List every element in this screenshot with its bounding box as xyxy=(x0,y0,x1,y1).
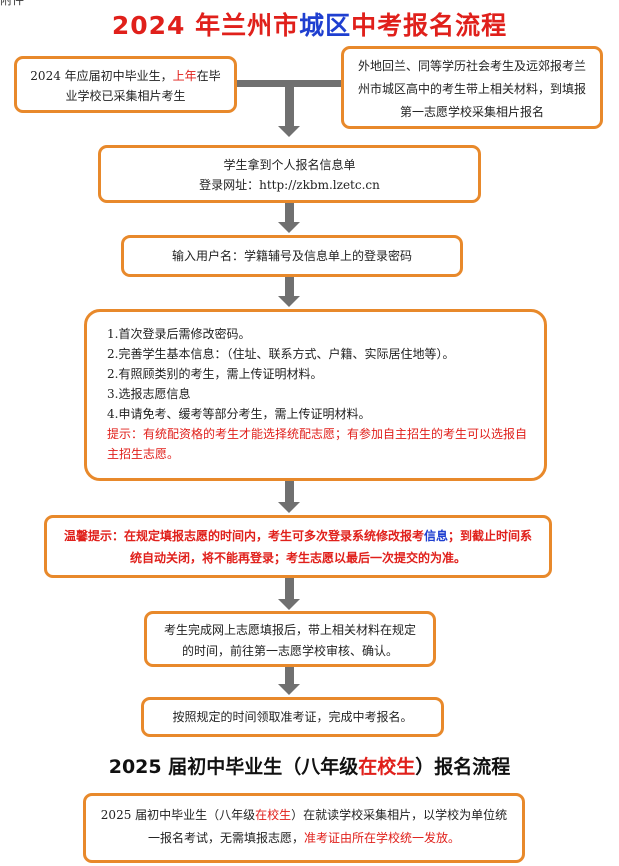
box1-text-c: 在毕业学校已采集相片考生 xyxy=(65,69,221,103)
connector-down-3 xyxy=(285,277,294,297)
title-part3: 中考报名流程 xyxy=(351,11,508,40)
box1-text-a: 2024 年应届初中毕业生， xyxy=(30,69,173,83)
s2-text-b: 在校生 xyxy=(255,808,292,822)
section2-box: 2025 届初中毕业生（八年级在校生）在就读学校采集相片，以学校为单位统一报名考… xyxy=(83,793,525,863)
box7-text: 考生完成网上志愿填报后，带上相关材料在规定的时间，前往第一志愿学校审核、确认。 xyxy=(163,623,416,658)
s2-text-a: 2025 届初中毕业生（八年级 xyxy=(100,808,256,822)
box6-text-a: 在规定填报志愿的时间内，考生可多次登录系统修改报考 xyxy=(123,529,424,543)
title-part1: 2024 年兰州市 xyxy=(111,11,300,40)
corner-label: 附件 xyxy=(0,0,25,7)
connector-down-4 xyxy=(285,481,294,503)
flow-box-admission-ticket: 按照规定的时间领取准考证，完成中考报名。 xyxy=(141,697,444,737)
arrow-head-6 xyxy=(278,684,300,695)
box6-text-b: 信息 xyxy=(424,529,449,543)
flow-box-username: 输入用户名：学籍辅号及信息单上的登录密码 xyxy=(121,235,463,277)
box3-line2: 登录网址：http://zkbm.lzetc.cn xyxy=(199,178,380,192)
flow-box-fresh-graduates: 2024 年应届初中毕业生，上年在毕业学校已采集相片考生 xyxy=(14,56,237,113)
flow-box-warm-tip: 温馨提示：在规定填报志愿的时间内，考生可多次登录系统修改报考信息；到截止时间系统… xyxy=(44,515,552,578)
s2-text-d: 准考证由所在学校统一发放。 xyxy=(304,831,461,845)
flow-box-outside-students: 外地回兰、同等学历社会考生及远郊报考兰州市城区高中的考生带上相关材料，到填报第一… xyxy=(341,46,603,129)
connector-down-6 xyxy=(285,667,294,685)
flow-box-steps: 1.首次登录后需修改密码。 2.完善学生基本信息：（住址、联系方式、户籍、实际居… xyxy=(84,309,547,481)
section2-title-part2: 在校生 xyxy=(358,756,416,778)
box1-text-b: 上年 xyxy=(172,69,197,83)
step-item: 1.首次登录后需修改密码。 xyxy=(107,327,251,341)
step-item: 4.申请免考、缓考等部分考生，需上传证明材料。 xyxy=(107,407,371,421)
step-item: 3.选报志愿信息 xyxy=(107,387,191,401)
s2-text-c: ）在就读学校采集相片，以学校为单位统一报名考试，无需填报志愿， xyxy=(147,808,508,845)
box4-text: 输入用户名：学籍辅号及信息单上的登录密码 xyxy=(171,249,412,263)
connector-horizontal xyxy=(237,80,341,87)
connector-down-2 xyxy=(285,203,294,223)
title-part2: 城区 xyxy=(299,11,352,40)
flow-box-verify: 考生完成网上志愿填报后，带上相关材料在规定的时间，前往第一志愿学校审核、确认。 xyxy=(144,611,436,667)
step-item: 2.完善学生基本信息：（住址、联系方式、户籍、实际居住地等）。 xyxy=(107,347,455,361)
connector-down-5 xyxy=(285,578,294,600)
arrow-head-5 xyxy=(278,599,300,610)
connector-down-1 xyxy=(285,86,294,127)
box8-text: 按照规定的时间领取准考证，完成中考报名。 xyxy=(172,710,413,724)
arrow-head-3 xyxy=(278,296,300,307)
step-item: 2.有照顾类别的考生，需上传证明材料。 xyxy=(107,367,323,381)
box2-text: 外地回兰、同等学历社会考生及远郊报考兰州市城区高中的考生带上相关材料，到填报第一… xyxy=(357,59,586,119)
arrow-head-1 xyxy=(278,126,300,137)
box3-line1: 学生拿到个人报名信息单 xyxy=(223,158,356,172)
box6-prefix: 温馨提示： xyxy=(63,529,124,543)
arrow-head-2 xyxy=(278,222,300,233)
box6-text-c: ；到截止时间系统自动关闭，将不能再登录；考生志愿以最后一次提交的为准。 xyxy=(129,529,533,565)
section2-title-part1: 2025 届初中毕业生（八年级 xyxy=(108,756,359,778)
page-title: 2024 年兰州市城区中考报名流程 xyxy=(0,6,619,42)
step-tip: 提示：有统配资格的考生才能选择统配志愿；有参加自主招生的考生可以选报自主招生志愿… xyxy=(107,427,528,461)
arrow-head-4 xyxy=(278,502,300,513)
flow-box-login-info: 学生拿到个人报名信息单 登录网址：http://zkbm.lzetc.cn xyxy=(98,145,481,203)
section2-title: 2025 届初中毕业生（八年级在校生）报名流程 xyxy=(0,752,619,779)
section2-title-part3: ）报名流程 xyxy=(415,756,511,778)
